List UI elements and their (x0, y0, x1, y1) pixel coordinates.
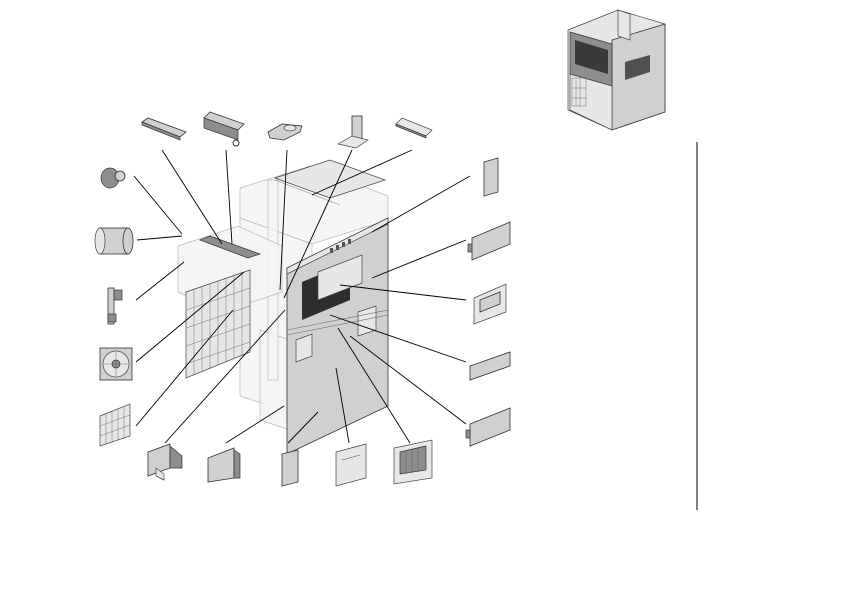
part-knob (100, 167, 126, 189)
part-side-panel-small (483, 157, 499, 197)
part-top-rail-right (395, 117, 433, 139)
main-assembly (177, 159, 389, 455)
part-filter-grid (99, 403, 131, 447)
part-small-bracket (107, 287, 123, 325)
part-bottom-panel-narrow (281, 449, 299, 487)
part-top-rail-left (141, 117, 187, 141)
leader-lines (133, 149, 471, 444)
part-fan (99, 347, 133, 381)
part-top-bracket (267, 123, 303, 141)
part-bottom-bracket-2 (207, 447, 241, 483)
part-bottom-bracket-1 (147, 443, 183, 481)
part-side-panel-strip (469, 351, 511, 381)
part-bottom-panel-vent (393, 439, 433, 485)
part-side-panel-bottom (465, 407, 511, 447)
assembled-thumbnail (567, 9, 666, 131)
part-side-panel-medium (467, 221, 511, 261)
part-side-panel-window (473, 283, 507, 325)
part-bottom-panel-square (335, 443, 367, 487)
part-top-rail-center (203, 111, 245, 147)
part-top-post (337, 115, 369, 149)
part-roller (94, 227, 134, 255)
